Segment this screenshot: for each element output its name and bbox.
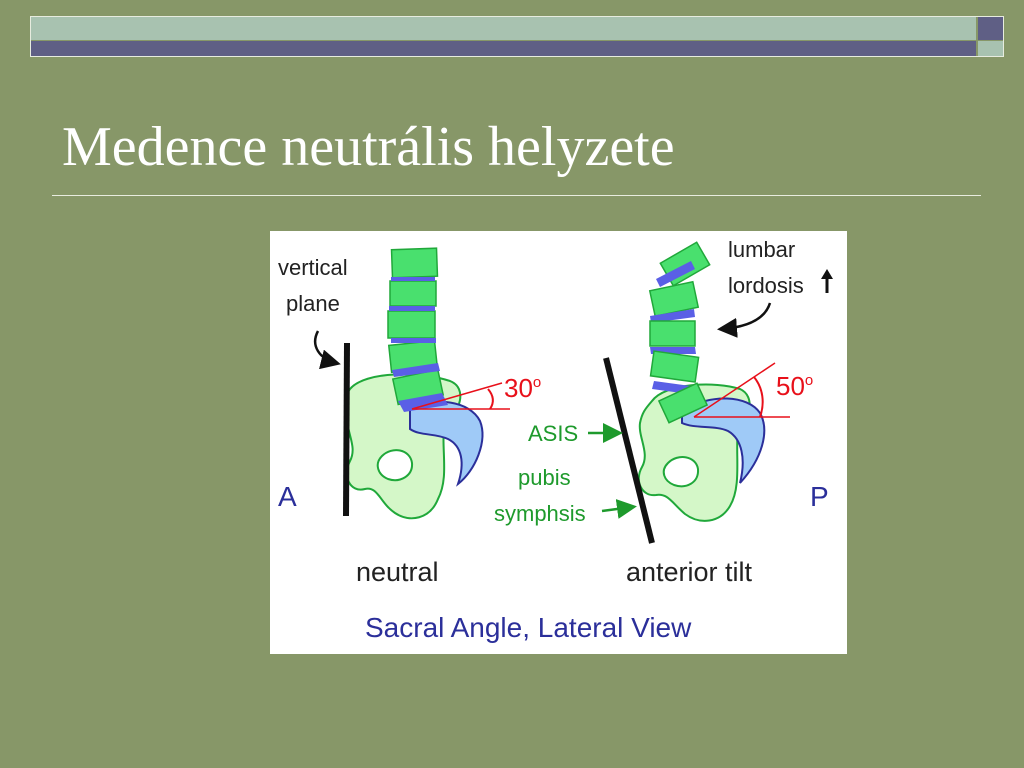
header-bar-light — [31, 17, 976, 40]
pubis-label-line1: pubis — [518, 465, 571, 490]
lumbar-label-line1: lumbar — [728, 237, 795, 262]
anterior-side-label: A — [278, 481, 297, 512]
obturator-foramen-neutral — [376, 449, 414, 482]
lumbar-spine-neutral — [387, 247, 448, 412]
tilted-plane-line — [603, 357, 655, 544]
vertical-plane-arrow — [313, 330, 341, 370]
increase-arrow-icon — [821, 269, 833, 293]
anterior-tilt-label: anterior tilt — [626, 557, 753, 587]
asis-label: ASIS — [528, 421, 578, 446]
vertical-plane-line — [343, 342, 350, 517]
angle-tilt-label: 50o — [776, 371, 813, 401]
posterior-side-label: P — [810, 481, 829, 512]
title-divider — [52, 195, 981, 196]
header-frame — [30, 16, 1004, 57]
obturator-foramen-tilt — [662, 456, 700, 488]
vertical-plane-label-line1: vertical — [278, 255, 348, 280]
sacrum-tilt — [681, 397, 766, 484]
pelvis-neutral — [313, 247, 510, 520]
lumbar-spine-tilt — [648, 241, 711, 424]
header-bar-dark — [31, 41, 976, 56]
figure-caption: Sacral Angle, Lateral View — [365, 612, 692, 643]
pelvis-diagram: vertical plane lumbar lordosis 30o 50o A… — [270, 231, 847, 654]
sacrum-neutral — [409, 400, 484, 487]
pubis-label-line2: symphsis — [494, 501, 586, 526]
slide-title: Medence neutrális helyzete — [62, 116, 675, 178]
lumbar-label-line2: lordosis — [728, 273, 804, 298]
header-corner-light — [978, 41, 1003, 56]
vertical-plane-label-line2: plane — [286, 291, 340, 316]
pelvis-anterior-tilt — [588, 241, 833, 544]
lordosis-arrow — [717, 302, 772, 338]
pubis-arrow — [601, 499, 637, 519]
neutral-label: neutral — [356, 557, 439, 587]
header-corner-dark — [978, 17, 1003, 40]
angle-neutral-label: 30o — [504, 373, 541, 403]
